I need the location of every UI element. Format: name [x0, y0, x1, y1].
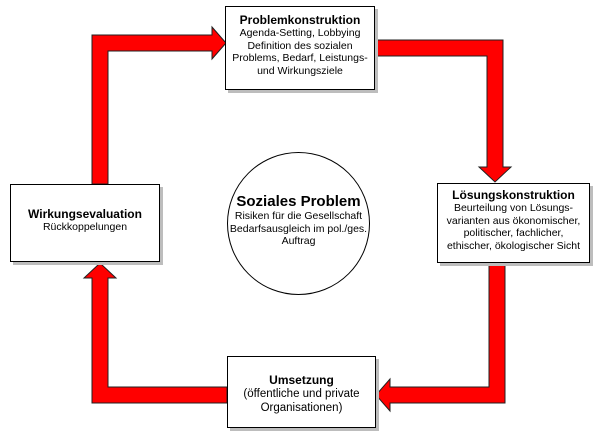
node-title: Wirkungsevaluation — [28, 207, 142, 221]
node-text-line: (öffentliche und private — [243, 388, 360, 400]
node-text-line: politischer, fachlicher, — [463, 227, 564, 239]
node-text-line: Problems, Bedarf, Leistungs- — [232, 52, 368, 64]
center-node-soziales-problem: Soziales Problem Risiken für die Gesells… — [227, 152, 370, 295]
node-text-line: Rückkoppelungen — [42, 221, 128, 233]
node-wirkungsevaluation: Wirkungsevaluation Rückkoppelungen — [10, 184, 160, 262]
node-title: Umsetzung — [269, 373, 334, 387]
arrow-umsetzung-to-wirkung — [82, 262, 228, 404]
node-loesungskonstruktion: Lösungskonstruktion Beurteilung von Lösu… — [437, 183, 590, 263]
arrow-problem-to-loesung — [374, 39, 513, 183]
node-title: Problemkonstruktion — [239, 13, 361, 27]
arrow-wirkung-to-problem — [91, 25, 227, 185]
node-title: Lösungskonstruktion — [452, 188, 575, 202]
node-umsetzung: Umsetzung (öffentliche und private Organ… — [227, 356, 376, 428]
node-text-line: varianten aus ökonomischer, — [446, 214, 581, 227]
node-text-line: Organisationen) — [260, 402, 343, 414]
center-text-line: Bedarfsausgleich im pol./ges. — [229, 222, 368, 235]
center-text-line: Auftrag — [281, 235, 316, 247]
node-text-line: Definition des sozialen — [247, 39, 353, 52]
node-text-line: ethischer, ökologischer Sicht — [446, 239, 581, 252]
arrow-loesung-to-umsetzung — [375, 262, 506, 413]
node-text-line: und Wirkungsziele — [257, 64, 343, 77]
center-text-line: Risiken für die Gesellschaft — [234, 210, 363, 222]
center-title: Soziales Problem — [236, 193, 361, 210]
node-text-line: Agenda-Setting, Lobbying — [239, 27, 361, 39]
node-text-line: Beurteilung von Lösungs- — [453, 202, 574, 214]
node-problemkonstruktion: Problemkonstruktion Agenda-Setting, Lobb… — [225, 6, 375, 90]
